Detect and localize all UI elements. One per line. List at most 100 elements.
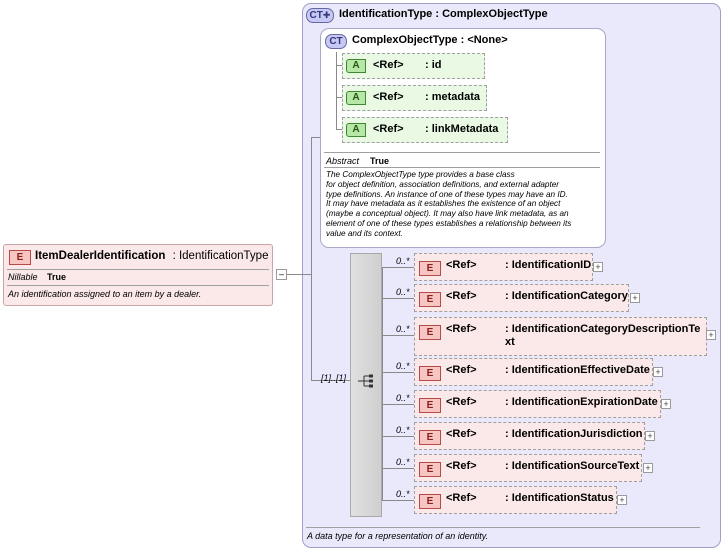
child-ref: <Ref> [446,428,477,440]
connector-line [382,298,414,299]
attribute-name: : linkMetadata [425,123,499,135]
child-ref: <Ref> [446,323,477,335]
attribute-ref: <Ref> [373,123,404,135]
sequence-icon [358,374,373,388]
attribute-name: : id [425,59,442,71]
doc-line: The ComplexObjectType type provides a ba… [326,170,515,179]
child-name: : IdentificationEffectiveDate [505,364,650,376]
expand-icon[interactable]: + [661,399,671,409]
nillable-label: Nillable [8,272,38,282]
doc-line: It may have metadata as it establishes t… [326,199,561,209]
child-element-identificationeffectivedate[interactable]: E <Ref> : IdentificationEffectiveDate [414,358,653,386]
root-element-label: ItemDealerIdentification [35,250,166,262]
attribute-id[interactable]: A <Ref> : id [342,53,485,79]
connector-line [382,267,414,268]
connector-line [382,335,414,336]
child-name: : IdentificationJurisdiction [505,428,643,440]
connector-line [336,65,342,66]
doc-line: type definitions. An instance of one of … [326,189,568,199]
connector-line [336,52,337,129]
connector-line [311,137,320,138]
child-ref: <Ref> [446,460,477,472]
attribute-ref: <Ref> [373,59,404,71]
connector-line [311,137,312,380]
child-element-identificationid[interactable]: E <Ref> : IdentificationID [414,253,593,281]
child-element-identificationsourcetext[interactable]: E <Ref> : IdentificationSourceText [414,454,642,482]
attribute-linkmetadata[interactable]: A <Ref> : linkMetadata [342,117,508,143]
nillable-value: True [47,272,67,282]
element-icon: E [419,325,441,340]
root-element-name: ItemDealerIdentification : Identificatio… [35,250,268,262]
attribute-icon: A [346,91,366,105]
child-name: : IdentificationExpirationDate [505,396,658,408]
child-ref: <Ref> [446,492,477,504]
abstract-label: Abstract [326,156,360,166]
child-element-identificationjurisdiction[interactable]: E <Ref> : IdentificationJurisdiction [414,422,645,450]
connector-line [286,274,302,275]
divider [324,152,600,153]
element-icon: E [419,462,441,477]
expand-icon[interactable]: + [706,330,716,340]
child-cardinality: 0..* [396,324,410,334]
child-cardinality: 0..* [396,425,410,435]
expand-icon[interactable]: + [593,262,603,272]
doc-line: element of one of these types establishe… [326,218,572,228]
connector-line [382,372,414,373]
root-element-doc: An identification assigned to an item by… [8,289,202,299]
element-icon: E [419,494,441,509]
connector-line [311,380,350,381]
connector-line [382,404,414,405]
child-ref: <Ref> [446,364,477,376]
child-name: : IdentificationCategoryDescriptionTe [505,323,701,335]
base-type-icon: CT [325,34,347,49]
connector-line [382,267,383,500]
child-ref: <Ref> [446,290,477,302]
connector-line [302,274,311,275]
child-cardinality: 0..* [396,361,410,371]
child-element-identificationexpirationdate[interactable]: E <Ref> : IdentificationExpirationDate [414,390,661,418]
base-type-title: ComplexObjectType : <None> [352,34,508,46]
doc-line: (maybe a conceptual object). It may also… [326,209,569,219]
divider [324,167,600,168]
element-icon: E [419,398,441,413]
child-name: : IdentificationSourceText [505,460,640,472]
sequence-cardinality: [1]..[1] [321,373,347,383]
connector-line [382,468,414,469]
child-element-identificationcategory[interactable]: E <Ref> : IdentificationCategory [414,284,629,312]
child-cardinality: 0..* [396,287,410,297]
attribute-name: : metadata [425,91,481,103]
element-icon: E [419,292,441,307]
child-name: : IdentificationCategory [505,290,628,302]
expand-icon[interactable]: + [630,293,640,303]
root-element-box[interactable]: E ItemDealerIdentification : Identificat… [3,244,273,306]
attribute-metadata[interactable]: A <Ref> : metadata [342,85,487,111]
doc-line: value and its context. [326,228,403,238]
child-cardinality: 0..* [396,457,410,467]
attribute-icon: A [346,123,366,137]
expand-icon[interactable]: + [643,463,653,473]
child-element-identificationstatus[interactable]: E <Ref> : IdentificationStatus [414,486,617,514]
expand-icon[interactable]: + [617,495,627,505]
child-cardinality: 0..* [396,393,410,403]
child-cardinality: 0..* [396,256,410,266]
attribute-ref: <Ref> [373,91,404,103]
base-type-doc: The ComplexObjectType type provides a ba… [326,170,602,239]
expand-icon[interactable]: + [653,367,663,377]
root-element-type: : IdentificationType [172,250,269,262]
divider [7,269,269,270]
element-icon: E [419,261,441,276]
complex-type-badge-text: CT [309,10,323,21]
expand-icon[interactable]: + [645,431,655,441]
connector-line [382,500,414,501]
child-element-identificationcategorydescriptiontext[interactable]: E <Ref> : IdentificationCategoryDescript… [414,317,707,356]
connector-line [336,97,342,98]
complex-type-icon: CT✚ [306,8,334,23]
child-name: : IdentificationStatus [505,492,614,504]
child-ref: <Ref> [446,259,477,271]
attribute-icon: A [346,59,366,73]
element-icon: E [419,366,441,381]
element-icon: E [419,430,441,445]
connector-line [382,436,414,437]
sequence-compositor[interactable] [350,253,382,517]
element-icon: E [9,250,31,265]
